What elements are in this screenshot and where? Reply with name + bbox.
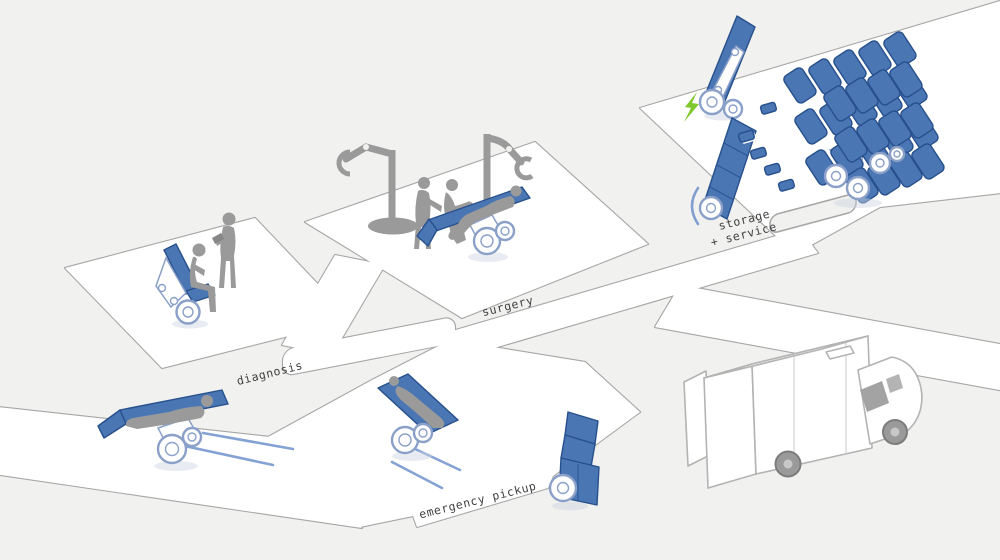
transit-stretcher-robot xyxy=(97,389,295,471)
table-patient-silhouette xyxy=(448,185,522,240)
van-roof xyxy=(703,335,869,379)
robotic-arm-left-icon xyxy=(336,143,418,235)
van-rear-face xyxy=(703,363,757,489)
storage-service-zone: storage + service xyxy=(684,15,947,249)
motion-lines xyxy=(178,431,295,467)
stretcher-rack-robots xyxy=(781,29,947,208)
surgical-table-legrest xyxy=(416,218,438,247)
chair-frame xyxy=(155,256,187,309)
van-cab xyxy=(857,356,923,445)
charging-dock-robot xyxy=(684,15,756,122)
charging-bolt-icon xyxy=(684,92,699,122)
stretcher-patient-silhouette xyxy=(389,376,445,428)
motion-arc xyxy=(690,186,700,226)
diagnosis-zone: diagnosis xyxy=(155,212,304,388)
van-side-window xyxy=(886,374,903,393)
pathway-network xyxy=(0,0,1000,530)
robotic-arm-right-icon xyxy=(483,134,534,206)
motion-lines xyxy=(390,446,462,490)
emergency-stretcher-robot xyxy=(377,373,462,490)
surgery-zone: surgery xyxy=(336,134,535,319)
stretcher-patient-silhouette xyxy=(125,395,213,429)
van-windshield xyxy=(860,381,889,412)
transport-van xyxy=(683,335,923,489)
folded-chair-robot xyxy=(548,411,600,511)
tablet xyxy=(212,233,224,244)
seated-patient-silhouette xyxy=(189,243,216,312)
van-roof-vent xyxy=(825,345,855,360)
storage-bay-notch xyxy=(769,193,857,233)
